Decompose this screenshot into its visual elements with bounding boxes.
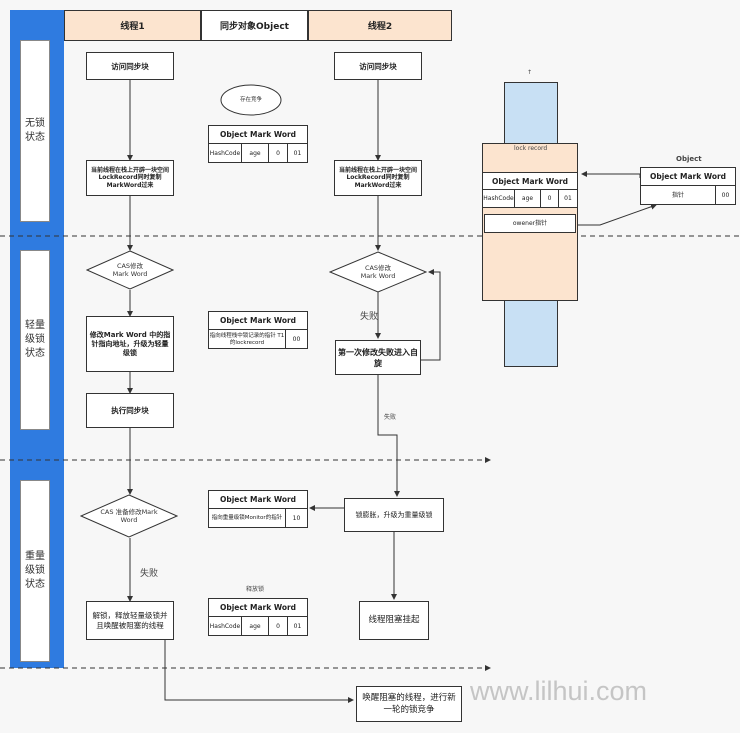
state-no-lock: 无锁 状态 <box>20 40 50 222</box>
t1-cas-label: CAS修改 Mark Word <box>112 262 148 278</box>
t1-release: 解锁，释放轻量级锁并且唤醒被阻塞的线程 <box>86 601 174 640</box>
t1-execute-block: 执行同步块 <box>86 393 174 428</box>
t1-cas-diamond <box>86 250 174 290</box>
stack-top-arrow: ↑ <box>527 69 533 76</box>
t2-lock-expand: 锁膨胀，升级为重量级锁 <box>344 498 444 532</box>
t2-access-block: 访问同步块 <box>334 52 422 80</box>
mw-cell-hashcode: HashCode <box>209 144 242 163</box>
watermark: www.lilhui.com <box>470 676 648 706</box>
mw-cell-flag: 01 <box>293 149 302 157</box>
header-thread1: 线程1 <box>64 10 201 41</box>
mw-cell-pointer: 指针 <box>641 186 716 205</box>
t2-thread-blocked: 线程阻塞挂起 <box>359 601 429 640</box>
t2-cas-diamond <box>329 251 427 293</box>
header-sync-object: 同步对象Object <box>201 10 308 41</box>
mw-cell-age: age <box>242 144 269 163</box>
mw-cell-flag: 10 <box>292 514 301 522</box>
mw-unlocked: Object Mark Word HashCode age 0 01 <box>208 125 308 163</box>
release-label: 释放锁 <box>246 586 265 593</box>
flow-arrows <box>127 80 657 703</box>
object-mw-title: Object Mark Word <box>641 168 735 186</box>
mw-cell-flag: 01 <box>564 195 572 202</box>
mw-cell-age: age <box>515 190 541 208</box>
t2-fail-small-label: 失败 <box>384 414 397 421</box>
t1-create-lock-record: 当前线程在栈上开辟一块空间LockRecord同时复制MarkWord过来 <box>86 160 174 196</box>
state-heavyweight-lock: 重量 级锁 状态 <box>20 480 50 662</box>
mw-cell-flag: 01 <box>293 622 302 630</box>
mw-heavyweight: Object Mark Word 指向重量级锁Monitor的指针 10 <box>208 490 308 528</box>
mw-released-title: Object Mark Word <box>209 599 307 617</box>
lock-record-label: lock record <box>514 145 548 152</box>
state-lightweight-lock: 轻量 级锁 状态 <box>20 250 50 430</box>
owner-pointer: owener指针 <box>484 214 576 233</box>
t2-fail-label: 失败 <box>360 312 379 322</box>
competition-label: 存在竞争 <box>239 97 262 103</box>
mw-cell-biased: 0 <box>269 144 288 163</box>
mw-cell-flag: 00 <box>721 191 730 199</box>
mw-heavyweight-title: Object Mark Word <box>209 491 307 509</box>
stack-mw: Object Mark Word HashCode age 0 01 <box>482 172 578 208</box>
object-mw: Object Mark Word 指针 00 <box>640 167 736 205</box>
mw-lightweight: Object Mark Word 指向线程栈中锁记录的指针 T1的lockrec… <box>208 311 308 349</box>
t2-cas-label: CAS修改 Mark Word <box>360 264 396 280</box>
mw-cell-hashcode: HashCode <box>483 190 515 208</box>
t1-cas-heavy-label: CAS 准备修改Mark Word <box>100 508 158 524</box>
t2-create-lock-record: 当前线程在栈上开辟一块空间LockRecord同时复制MarkWord过来 <box>334 160 422 196</box>
object-label: Object <box>676 155 702 163</box>
mw-cell-hashcode: HashCode <box>209 617 242 636</box>
t2-first-fail-spin: 第一次修改失败进入自旋 <box>335 340 421 375</box>
competition-ellipse <box>220 84 282 116</box>
mw-cell-age: age <box>242 617 269 636</box>
wake-threads: 唤醒阻塞的线程，进行新一轮的锁竞争 <box>356 686 462 722</box>
t1-fail-label: 失败 <box>140 569 159 579</box>
mw-lightweight-title: Object Mark Word <box>209 312 307 330</box>
t1-modify-pointer: 修改Mark Word 中的指针指向地址，升级为轻量级锁 <box>86 316 174 372</box>
header-thread2: 线程2 <box>308 10 452 41</box>
mw-cell-pointer: 指向线程栈中锁记录的指针 T1的lockrecord <box>209 330 286 349</box>
t1-access-block: 访问同步块 <box>86 52 174 80</box>
t1-cas-heavy-diamond <box>80 494 178 538</box>
mw-unlocked-title: Object Mark Word <box>209 126 307 144</box>
mw-cell-biased: 0 <box>269 617 288 636</box>
mw-released: Object Mark Word HashCode age 0 01 <box>208 598 308 636</box>
mw-cell-monitor: 指向重量级锁Monitor的指针 <box>209 509 286 528</box>
mw-cell-biased: 0 <box>541 190 559 208</box>
mw-cell-flag: 00 <box>292 335 301 343</box>
stack-mw-title: Object Mark Word <box>483 173 577 190</box>
